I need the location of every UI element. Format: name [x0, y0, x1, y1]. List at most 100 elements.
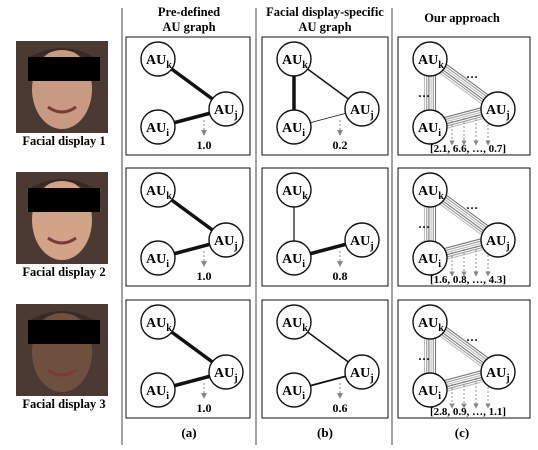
au-j-node-circle: [480, 91, 516, 127]
au-i-node: AUi: [140, 372, 176, 408]
au-i-node-label: AUi: [282, 121, 305, 139]
au-j-node-circle: [208, 91, 244, 127]
au-k-node-circle: [412, 304, 448, 340]
au-i-node: AUi: [276, 240, 312, 276]
row-1: Facial display 1AUkAUiAUj1.0AUkAUiAUj0.2…: [16, 36, 531, 156]
au-i-node-circle: [140, 240, 176, 276]
edge-weight-a: 1.0: [197, 401, 212, 415]
panel-box-b: [261, 36, 389, 156]
au-j-node-label: AUj: [486, 366, 510, 384]
panel-box-a: [125, 36, 251, 156]
hair-shape: [30, 48, 94, 67]
au-i-node-circle: [412, 372, 448, 408]
au-k-node: AUk: [140, 172, 176, 208]
au-j-node: AUj: [480, 91, 516, 127]
au-k-node-label: AUk: [282, 53, 308, 71]
au-k-node: AUk: [412, 304, 448, 340]
eye-censor-bar: [28, 188, 100, 212]
au-i-node: AUi: [412, 240, 448, 276]
au-k-node-circle: [276, 304, 312, 340]
ellipsis-icon: …: [466, 330, 478, 344]
au-i-node-circle: [276, 109, 312, 145]
au-j-node-label: AUj: [486, 234, 510, 252]
au-k-node-circle: [412, 172, 448, 208]
au-k-node: AUk: [276, 41, 312, 77]
au-j-node: AUj: [208, 222, 244, 258]
au-j-node-circle: [208, 222, 244, 258]
panel-box-b: [261, 299, 389, 419]
facial-display-label-3: Facial display 3: [22, 397, 105, 411]
au-j-node: AUj: [344, 354, 380, 390]
header-col-c: Our approach: [424, 11, 500, 25]
au-i-node-label: AUi: [146, 121, 169, 139]
au-i-node-circle: [412, 240, 448, 276]
hair-shape: [30, 179, 94, 198]
au-k-node-label: AUk: [418, 316, 444, 334]
au-j-node-circle: [480, 354, 516, 390]
au-i-node: AUi: [276, 109, 312, 145]
au-k-node: AUk: [140, 304, 176, 340]
au-i-node-label: AUi: [146, 252, 169, 270]
au-j-node-circle: [344, 222, 380, 258]
au-k-node: AUk: [140, 41, 176, 77]
au-i-node: AUi: [140, 109, 176, 145]
au-k-node: AUk: [276, 172, 312, 208]
edge-weight-b: 0.2: [333, 138, 348, 152]
au-i-node-label: AUi: [282, 252, 305, 270]
au-j-node-circle: [208, 354, 244, 390]
facial-display-label-2: Facial display 2: [22, 265, 105, 279]
mouth-shape: [47, 368, 77, 377]
au-j-node: AUj: [480, 222, 516, 258]
au-i-node: AUi: [412, 372, 448, 408]
au-k-node: AUk: [412, 172, 448, 208]
mouth-shape: [47, 236, 77, 245]
ellipsis-icon: …: [418, 349, 430, 363]
row-2: Facial display 2AUkAUiAUj1.0AUkAUiAUj0.8…: [16, 167, 531, 287]
mouth-shape: [47, 105, 77, 114]
panel-box-a: [125, 167, 251, 287]
au-j-node-circle: [344, 91, 380, 127]
au-j-node-label: AUj: [350, 366, 374, 384]
ellipsis-icon: …: [466, 67, 478, 81]
hair-shape: [30, 311, 94, 330]
au-j-node-circle: [480, 222, 516, 258]
au-i-node-label: AUi: [418, 252, 441, 270]
au-i-node-circle: [412, 109, 448, 145]
header-col-b-line1: Facial display-specific: [266, 5, 384, 19]
au-i-node: AUi: [276, 372, 312, 408]
edge-weight-b: 0.6: [333, 401, 348, 415]
au-j-node: AUj: [344, 91, 380, 127]
au-k-node-circle: [276, 41, 312, 77]
caption-c: (c): [455, 425, 469, 440]
diagram-rows: Facial display 1AUkAUiAUj1.0AUkAUiAUj0.2…: [16, 36, 531, 419]
au-j-node: AUj: [208, 354, 244, 390]
au-i-node-circle: [140, 109, 176, 145]
au-k-node-circle: [140, 304, 176, 340]
ellipsis-icon: …: [418, 86, 430, 100]
au-k-node: AUk: [412, 41, 448, 77]
ellipsis-icon: …: [418, 217, 430, 231]
eye-censor-bar: [28, 57, 100, 81]
au-j-node-label: AUj: [214, 103, 238, 121]
au-i-node-label: AUi: [418, 384, 441, 402]
panel-box-c: [397, 36, 531, 156]
au-k-node: AUk: [276, 304, 312, 340]
panel-box-c: [397, 299, 531, 419]
panel-box-c: [397, 167, 531, 287]
au-k-node-label: AUk: [418, 53, 444, 71]
edge-weight-vector-c: [2.1, 6.6, …, 0.7]: [430, 143, 506, 155]
face-photo-2: [16, 172, 108, 264]
ellipsis-icon: …: [466, 198, 478, 212]
au-j-node-label: AUj: [350, 103, 374, 121]
edge-weight-vector-c: [2.8, 0.9, …, 1.1]: [430, 406, 506, 418]
au-i-node-circle: [140, 372, 176, 408]
edge-weight-a: 1.0: [197, 138, 212, 152]
